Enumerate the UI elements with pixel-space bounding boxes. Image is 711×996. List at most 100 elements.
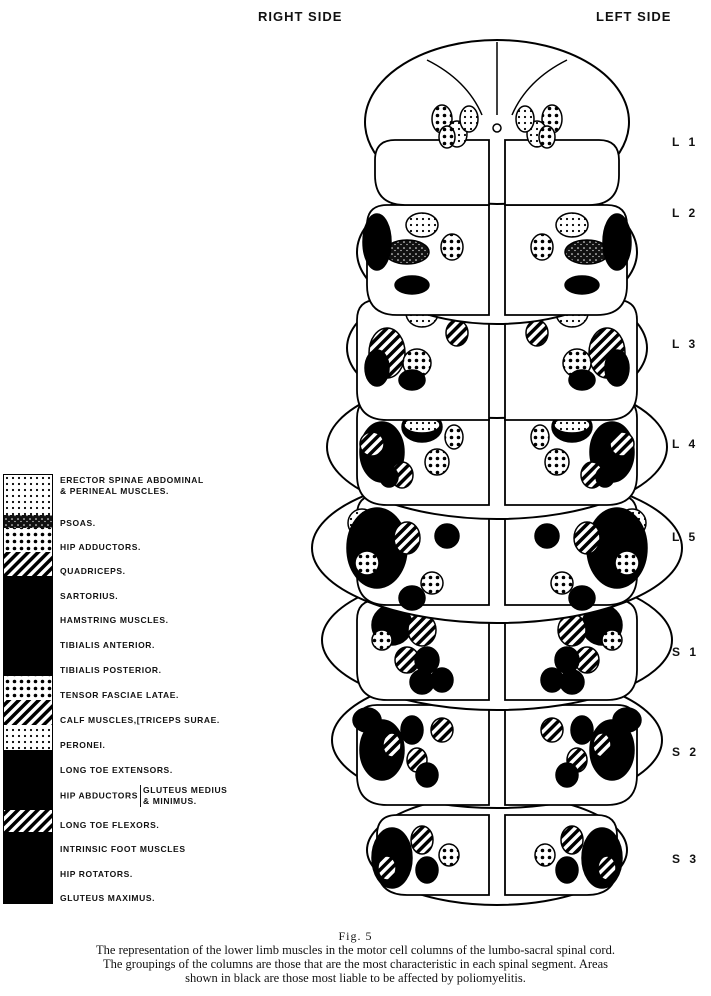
legend-label: GLUTEUS MAXIMUS. [60, 893, 156, 903]
legend-item: QUADRICEPS. [60, 566, 126, 577]
motor-nucleus-stripes [393, 521, 421, 555]
motor-nucleus-stripes [382, 732, 402, 758]
motor-nucleus-black [394, 275, 430, 295]
motor-nucleus-stripes [525, 319, 549, 347]
segment-label: S 1 [672, 645, 700, 659]
legend-label: QUADRICEPS. [60, 566, 126, 576]
legend-swatch [4, 750, 52, 775]
motor-nucleus-bigdots [440, 233, 464, 261]
motor-nucleus-stripes [359, 431, 385, 457]
motor-nucleus-black [568, 585, 596, 611]
legend-label: TIBIALIS ANTERIOR. [60, 640, 156, 650]
cord-segment-s3 [366, 794, 628, 906]
motor-nucleus-black [540, 667, 564, 693]
legend-item: TIBIALIS POSTERIOR. [60, 665, 162, 676]
motor-nucleus-black [415, 762, 439, 788]
segment-label: S 3 [672, 852, 700, 866]
motor-nucleus-black [398, 369, 426, 391]
motor-nucleus-black [555, 762, 579, 788]
legend-label: HIP ABDUCTORS [60, 790, 139, 801]
motor-nucleus-black [379, 466, 399, 488]
cord-segment-s2 [331, 671, 663, 809]
gray-matter-horn [374, 139, 490, 206]
cord-segment-l1 [364, 39, 630, 206]
motor-nucleus-black [554, 646, 580, 674]
legend-label-sub: GLUTEUS MEDIUS [143, 785, 228, 795]
motor-nucleus-bigdots [530, 424, 550, 450]
legend-item: GLUTEUS MAXIMUS. [60, 893, 155, 904]
legend-label-sub: & MINIMUS. [143, 796, 197, 806]
caption-line-3: shown in black are those most liable to … [185, 971, 526, 985]
segment-label: L 5 [672, 530, 699, 544]
legend-label: LONG TOE FLEXORS. [60, 820, 160, 830]
motor-nucleus-black [362, 213, 392, 271]
legend-label: CALF MUSCLES,[TRICEPS SURAE. [60, 715, 220, 725]
legend-item: ERECTOR SPINAE ABDOMINAL& PERINEAL MUSCL… [60, 475, 204, 497]
legend-swatch [4, 857, 52, 881]
motor-nucleus-black [570, 715, 594, 745]
legend-swatch [4, 832, 52, 857]
motor-nucleus-black [415, 856, 439, 884]
motor-nucleus-black [434, 523, 460, 549]
legend-swatch [4, 881, 52, 903]
legend-swatch [4, 475, 52, 515]
spinal-cord-diagram [311, 39, 683, 906]
legend-swatch [4, 700, 52, 725]
legend-label: HIP ADDUCTORS. [60, 542, 141, 552]
dorsal-horn-outline [426, 42, 568, 116]
legend-swatch [4, 810, 52, 832]
motor-nucleus-bigdots [544, 448, 570, 476]
motor-nucleus-stripes [560, 825, 584, 855]
legend-swatch [4, 601, 52, 626]
motor-nucleus-bigdots [534, 843, 556, 867]
motor-nucleus-black [364, 349, 390, 387]
motor-nucleus-bigdots [424, 448, 450, 476]
motor-nucleus-black [595, 466, 615, 488]
legend-swatch [4, 725, 52, 750]
segment-label: L 2 [672, 206, 699, 220]
motor-nucleus-stripes [573, 521, 601, 555]
left-side-heading: LEFT SIDE [596, 9, 672, 24]
motor-nucleus-black [378, 559, 400, 581]
legend-item: HIP ROTATORS. [60, 869, 133, 880]
motor-nucleus-stripes [410, 825, 434, 855]
motor-nucleus-black [534, 523, 560, 549]
motor-nucleus-black [594, 559, 616, 581]
caption-line-1: The representation of the lower limb mus… [96, 943, 615, 957]
legend-item: TENSOR FASCIAE LATAE. [60, 690, 179, 701]
legend-item: HIP ABDUCTORS GLUTEUS MEDIUS& MINIMUS. [60, 785, 227, 807]
legend-item: PSOAS. [60, 518, 96, 529]
motor-nucleus-dots [459, 105, 479, 133]
legend-label-sub: & PERINEAL MUSCLES. [60, 486, 170, 496]
legend-item: HIP ADDUCTORS. [60, 542, 141, 553]
motor-nucleus-black [414, 646, 440, 674]
motor-nucleus-bigdots [438, 843, 460, 867]
legend-swatch [4, 552, 52, 576]
legend-item: TIBIALIS ANTERIOR. [60, 640, 155, 651]
legend-item: LONG TOE EXTENSORS. [60, 765, 173, 776]
segment-label: L 3 [672, 337, 699, 351]
motor-nucleus-black [568, 369, 596, 391]
cord-segment-l2 [356, 179, 638, 325]
motor-nucleus-black [430, 667, 454, 693]
legend-item: HAMSTRING MUSCLES. [60, 615, 169, 626]
motor-nucleus-stripes [609, 431, 635, 457]
motor-nucleus-bigdots [530, 233, 554, 261]
gray-matter-horn [504, 139, 620, 206]
caption-line-2: The groupings of the columns are those t… [102, 957, 609, 971]
legend-label: PSOAS. [60, 518, 96, 528]
motor-nucleus-stripes [597, 855, 617, 881]
motor-nucleus-bigdots [438, 125, 456, 149]
motor-nucleus-bigdots [354, 550, 380, 576]
motor-nucleus-stripes [540, 717, 564, 743]
legend-swatch [4, 626, 52, 651]
cord-segment-l5 [311, 472, 683, 624]
legend-swatch [4, 515, 52, 528]
central-canal [492, 123, 502, 133]
right-side-heading: RIGHT SIDE [258, 9, 343, 24]
legend-swatch [4, 651, 52, 676]
motor-nucleus-stripes [430, 717, 454, 743]
legend-item: CALF MUSCLES,[TRICEPS SURAE. [60, 715, 220, 726]
motor-nucleus-black [564, 275, 600, 295]
legend-item: LONG TOE FLEXORS. [60, 820, 159, 831]
